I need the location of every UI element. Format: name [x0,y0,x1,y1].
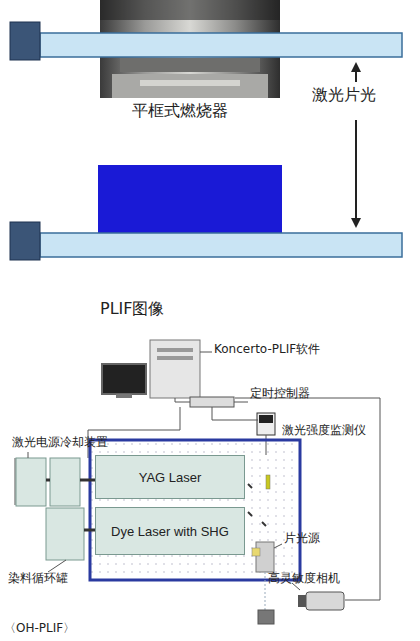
part-label: 高灵敏度相机 [268,572,340,586]
peripheral-box [16,458,84,560]
drawing-part [262,522,266,526]
software-label: Koncerto-PLIF软件 [214,343,320,357]
wire [15,352,380,600]
drawing-part [120,58,260,72]
drawing-part [28,452,29,458]
part-label: 平框式燃烧器 [132,102,228,120]
drawing-part [266,475,270,489]
part-label: 定时控制器 [250,387,310,401]
drawing-part [84,529,95,532]
drawing-part [10,22,40,60]
drawing-part [351,218,361,228]
drawing-part [274,544,282,548]
box-text: YAG Laser [139,470,202,485]
beam-path [248,475,274,624]
drawing-part [157,348,193,352]
laser-box: Dye Laser with SHG [95,507,245,555]
camera [298,592,344,610]
drawing-part [112,74,268,98]
part-label: PLIF图像 [100,300,164,318]
laser-sheet [10,22,402,60]
drawing-part [175,402,190,403]
drawing-part [150,340,200,398]
box-text: Dye Laser with SHG [111,524,229,539]
drawing-part [102,364,146,394]
drawing-part [252,548,260,556]
caption: 〈OH-PLIF〉 [4,622,75,636]
drawing-part [256,542,274,572]
drawing-part [175,398,176,402]
drawing-part [40,33,402,57]
drawing-part [259,415,273,423]
drawing-part [100,0,280,20]
drawing-part [40,233,402,257]
drawing-part [46,479,50,482]
drawing-part [351,62,361,72]
drawing-part [140,80,240,86]
drawing-part [200,352,212,353]
drawing-part [355,120,357,220]
cable [46,480,95,530]
optical-table [90,440,300,580]
plif-image [10,165,402,260]
drawing-part [10,222,40,260]
drawing-part [16,458,46,506]
part-label: 片光源 [284,532,320,546]
drawing-part [48,560,66,572]
drawing-part [248,484,252,488]
drawing-part [80,479,95,482]
drawing-part [190,397,234,407]
drawing-part [50,458,80,506]
sheet-label: 激光片光 [312,86,376,104]
drawing-part [116,394,132,398]
drawing-part [248,512,252,516]
drawing-part [265,572,266,610]
laser-box: YAG Laser [95,455,245,499]
drawing-part [258,610,274,624]
drawing-part [212,407,258,420]
part-label: 激光强度监测仪 [282,424,366,438]
part-label: 激光电源冷却装置 [12,436,108,450]
part-label: 染料循环罐 [8,572,68,586]
drawing-part [90,440,300,580]
drawing-part [234,402,248,403]
drawing-part [15,458,16,505]
drawing-part [306,592,344,610]
drawing-part [46,508,84,560]
leader-line [28,452,300,590]
drawing-part [257,413,275,435]
drawing-part [298,595,306,607]
drawing-part [157,356,193,360]
